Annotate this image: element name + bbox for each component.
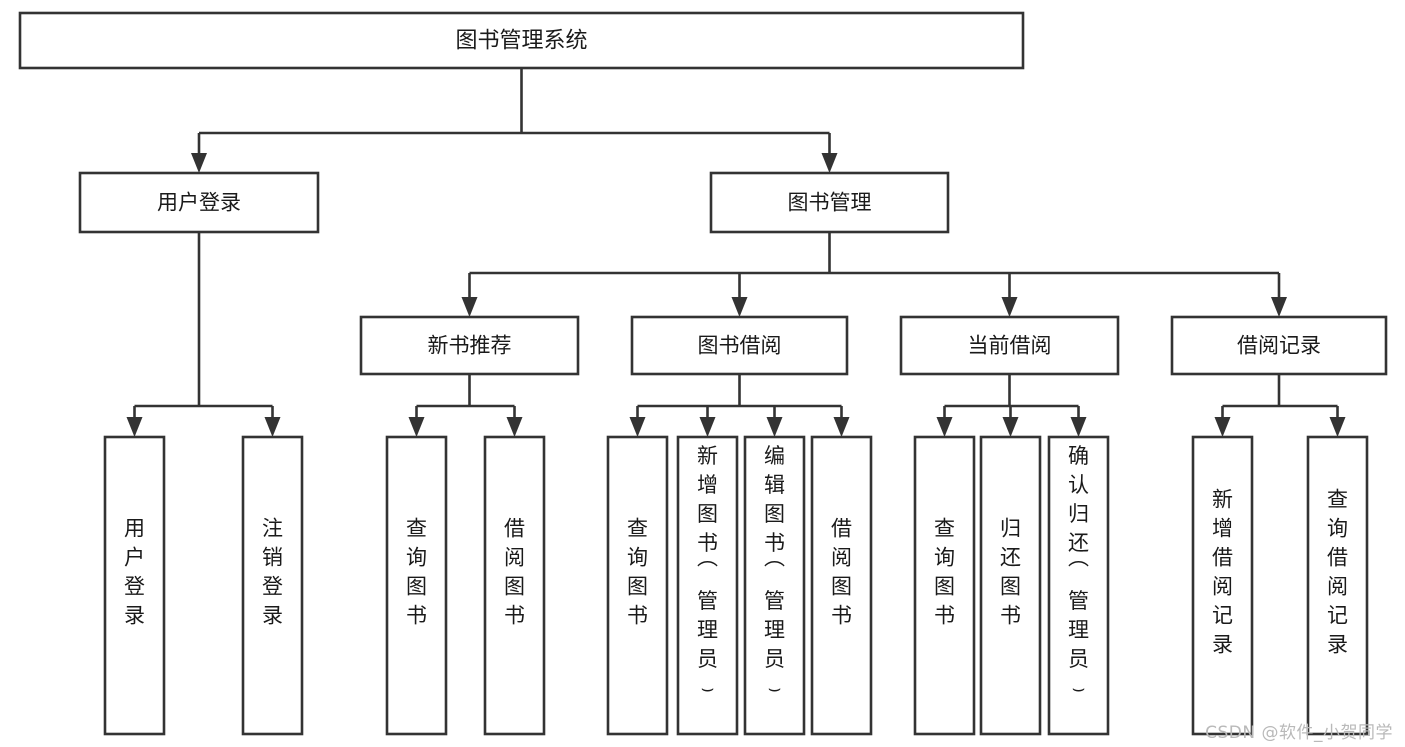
level3-node-4[interactable]: 借阅记录	[1170, 315, 1388, 376]
leaf-node-9[interactable]: 查询图书	[913, 435, 976, 736]
leaf-node-10[interactable]: 归还图书	[979, 435, 1042, 736]
arrow-head-icon	[1329, 417, 1346, 437]
level3-node-box[interactable]	[899, 315, 1120, 376]
nodes-layer: 图书管理系统用户登录图书管理新书推荐图书借阅当前借阅借阅记录用户登录注销登录查询…	[18, 11, 1388, 736]
leaf-node-box[interactable]	[1047, 435, 1110, 736]
arrow-head-icon	[1002, 417, 1019, 437]
leaf-node-box[interactable]	[385, 435, 448, 736]
level3-node-label: 借阅记录	[1237, 334, 1321, 358]
arrow-head-icon	[506, 417, 523, 437]
arrow-head-icon	[821, 153, 838, 173]
leaf-node-1[interactable]: 用户登录	[103, 435, 166, 736]
leaf-node-2[interactable]: 注销登录	[241, 435, 304, 736]
arrow-head-icon	[191, 153, 207, 173]
leaf-node-label: 新增借阅记录	[1212, 488, 1233, 657]
level2-node-1[interactable]: 用户登录	[78, 171, 320, 234]
level2-node-2[interactable]: 图书管理	[709, 171, 950, 234]
leaf-node-13[interactable]: 查询借阅记录	[1306, 435, 1369, 736]
arrow-head-icon	[629, 417, 646, 437]
leaf-node-label: 查询图书	[406, 517, 427, 628]
leaf-node-5[interactable]: 查询图书	[606, 435, 669, 736]
leaf-node-box[interactable]	[913, 435, 976, 736]
level3-node-label: 图书借阅	[698, 334, 782, 358]
level3-node-label: 新书推荐	[428, 334, 512, 358]
leaf-node-box[interactable]	[241, 435, 304, 736]
level3-node-2[interactable]: 图书借阅	[630, 315, 849, 376]
arrow-head-icon	[126, 417, 143, 437]
arrow-head-icon	[731, 297, 748, 317]
level2-node-box[interactable]	[709, 171, 950, 234]
level2-node-label: 用户登录	[157, 191, 241, 215]
level3-node-box[interactable]	[359, 315, 580, 376]
root-node-1[interactable]: 图书管理系统	[18, 11, 1025, 70]
arrow-head-icon	[264, 417, 281, 437]
leaf-node-label: 确认归还⌒管理员⌣	[1068, 444, 1089, 700]
leaf-node-3[interactable]: 查询图书	[385, 435, 448, 736]
leaf-node-label: 新增图书⌒管理员⌣	[697, 444, 718, 700]
leaf-node-label: 借阅图书	[504, 517, 525, 628]
leaf-node-label: 查询借阅记录	[1327, 488, 1348, 657]
leaf-node-8[interactable]: 借阅图书	[810, 435, 873, 736]
leaf-node-box[interactable]	[676, 435, 739, 736]
arrow-head-icon	[699, 417, 716, 437]
level3-node-label: 当前借阅	[968, 334, 1052, 358]
arrow-head-icon	[1070, 417, 1087, 437]
leaf-node-box[interactable]	[810, 435, 873, 736]
leaf-node-11[interactable]: 确认归还⌒管理员⌣	[1047, 435, 1110, 736]
root-node-box[interactable]	[18, 11, 1025, 70]
leaf-node-7[interactable]: 编辑图书⌒管理员⌣	[743, 435, 806, 736]
level3-node-box[interactable]	[1170, 315, 1388, 376]
root-node-label: 图书管理系统	[455, 29, 587, 54]
arrow-head-icon	[936, 417, 953, 437]
leaf-node-label: 注销登录	[262, 517, 283, 628]
leaf-node-12[interactable]: 新增借阅记录	[1191, 435, 1254, 736]
leaf-node-label: 查询图书	[627, 517, 648, 628]
arrow-head-icon	[408, 417, 425, 437]
connectors-layer	[126, 68, 1346, 437]
leaf-node-label: 借阅图书	[831, 517, 852, 628]
leaf-node-label: 归还图书	[1000, 517, 1021, 628]
arrow-head-icon	[1271, 297, 1287, 317]
leaf-node-6[interactable]: 新增图书⌒管理员⌣	[676, 435, 739, 736]
leaf-node-label: 编辑图书⌒管理员⌣	[764, 444, 785, 700]
leaf-node-box[interactable]	[483, 435, 546, 736]
arrow-head-icon	[1001, 297, 1018, 317]
leaf-node-box[interactable]	[743, 435, 806, 736]
leaf-node-box[interactable]	[103, 435, 166, 736]
level3-node-box[interactable]	[630, 315, 849, 376]
leaf-node-box[interactable]	[1191, 435, 1254, 736]
leaf-node-label: 查询图书	[934, 517, 955, 628]
leaf-node-4[interactable]: 借阅图书	[483, 435, 546, 736]
arrow-head-icon	[833, 417, 850, 437]
level2-node-box[interactable]	[78, 171, 320, 234]
arrow-head-icon	[1214, 417, 1231, 437]
level2-node-label: 图书管理	[788, 191, 872, 215]
leaf-node-box[interactable]	[979, 435, 1042, 736]
leaf-node-box[interactable]	[606, 435, 669, 736]
level3-node-3[interactable]: 当前借阅	[899, 315, 1120, 376]
level3-node-1[interactable]: 新书推荐	[359, 315, 580, 376]
arrow-head-icon	[766, 417, 783, 437]
leaf-node-label: 用户登录	[124, 517, 145, 628]
arrow-head-icon	[461, 297, 478, 317]
leaf-node-box[interactable]	[1306, 435, 1369, 736]
